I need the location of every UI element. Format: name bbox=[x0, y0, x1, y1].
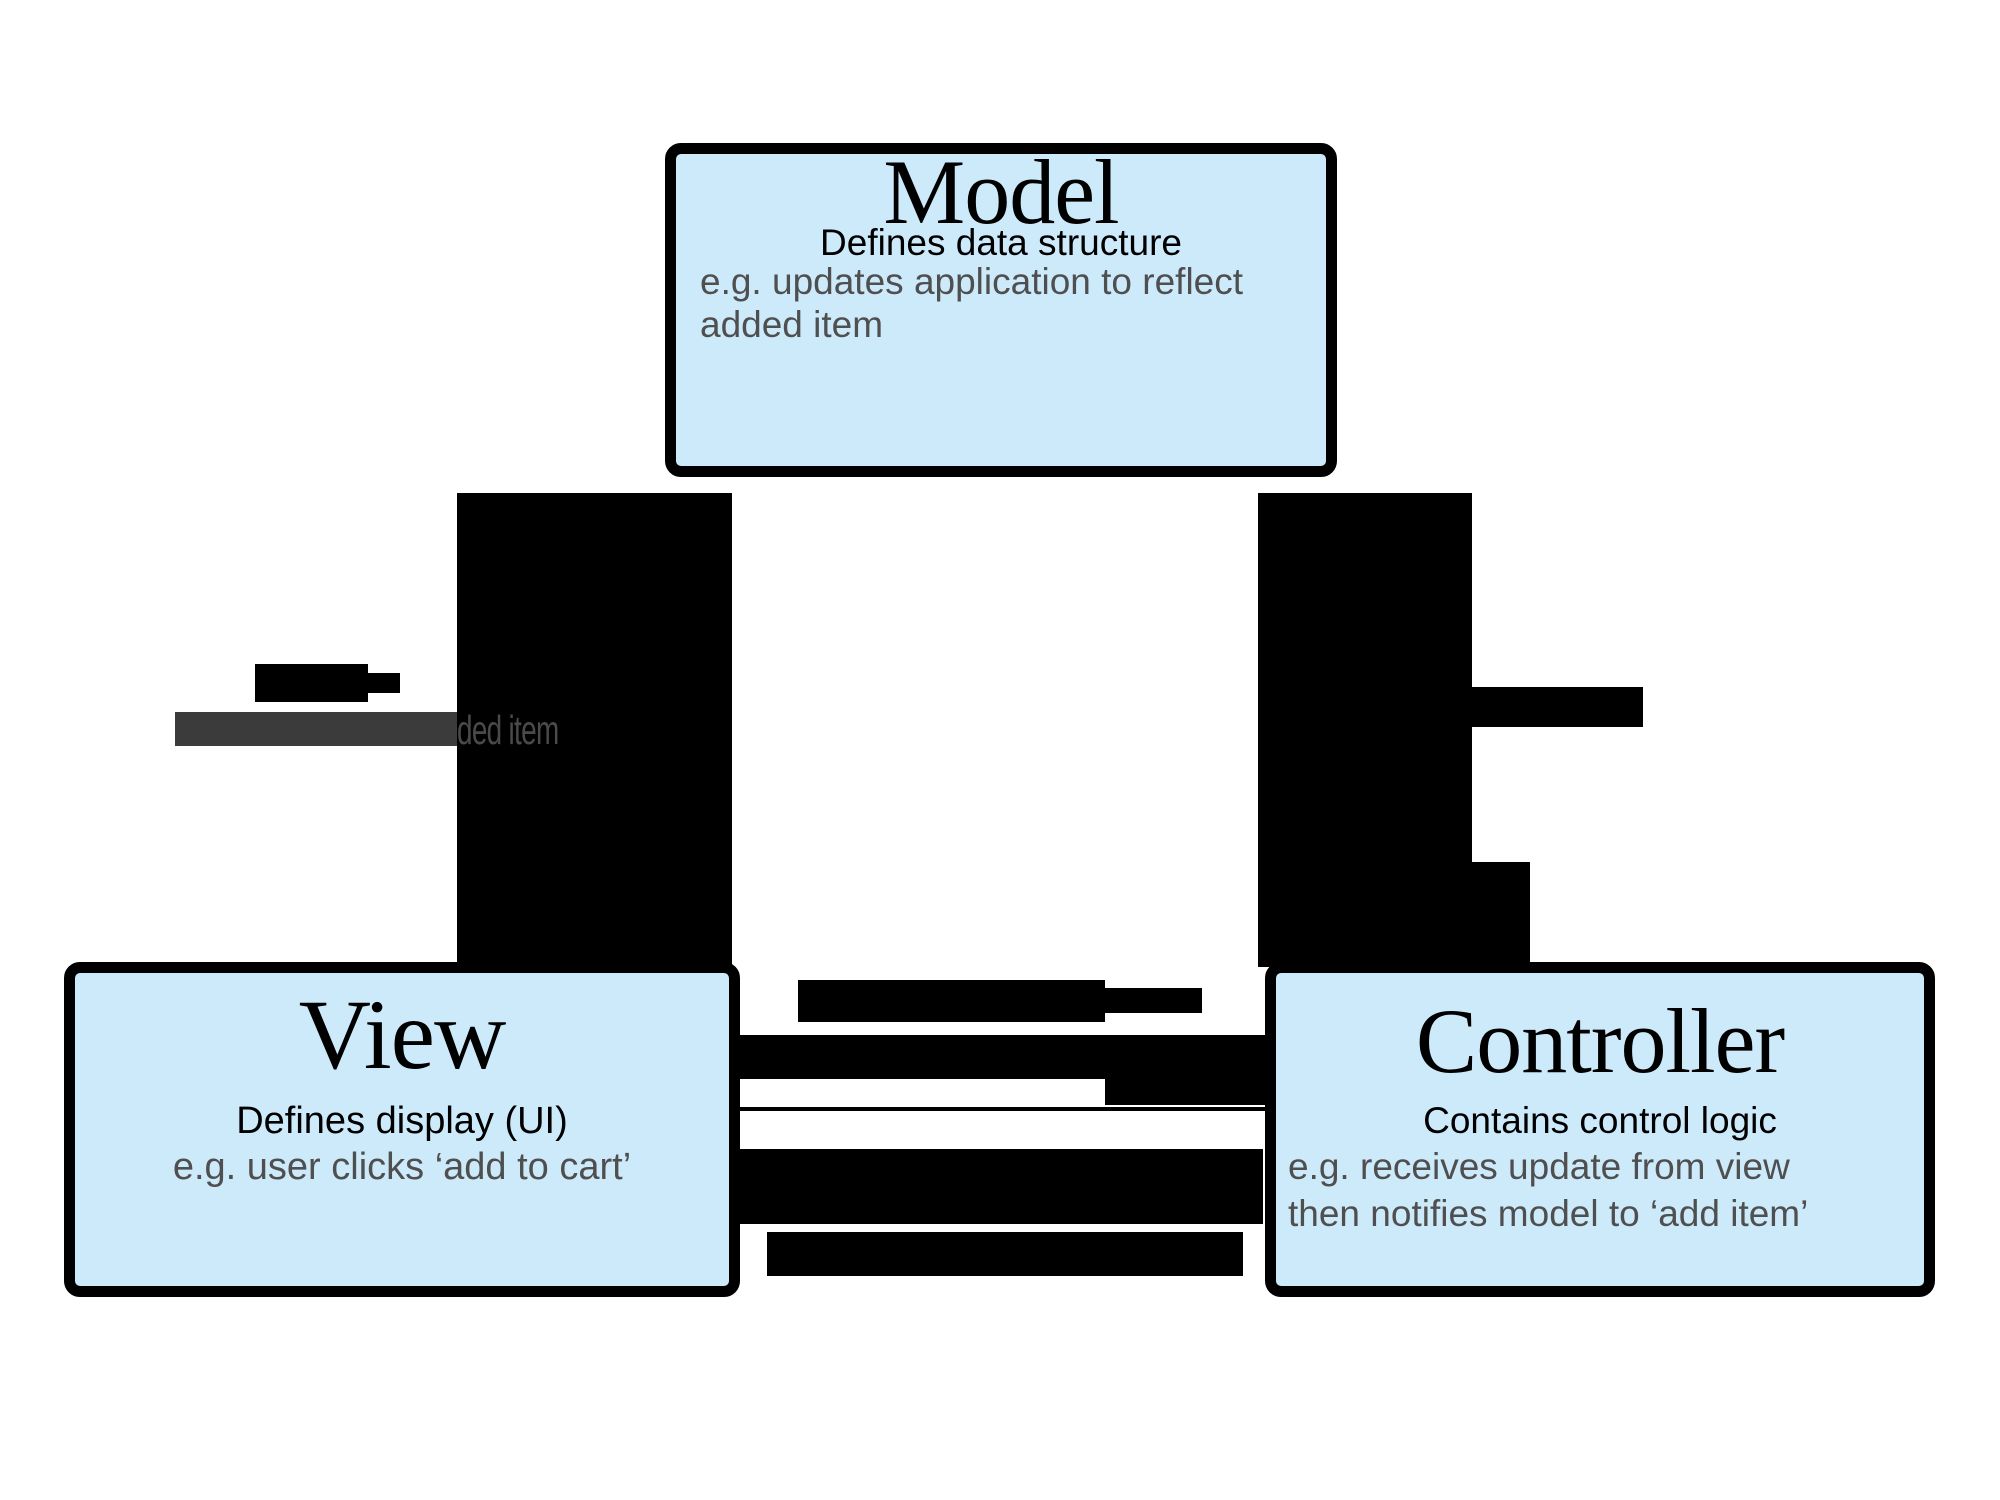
sends-input-bar-2 bbox=[739, 1035, 1265, 1079]
model-title: Model bbox=[883, 141, 1119, 243]
model-example-line1: e.g. updates application to reflect bbox=[700, 261, 1244, 302]
view-box bbox=[64, 962, 740, 1297]
arrow-model-to-view-block bbox=[457, 493, 732, 967]
arrow-controller-to-model-block bbox=[1258, 493, 1472, 967]
controller-example-line1: e.g. receives update from view bbox=[1288, 1146, 1790, 1187]
model-subtitle: Defines data structure bbox=[820, 222, 1182, 263]
controller-box bbox=[1265, 962, 1935, 1297]
sends-input-bar-1 bbox=[798, 980, 1105, 1022]
sends-input-bar-2-foot bbox=[1105, 1079, 1265, 1105]
partial-text-added-item: ded item bbox=[457, 707, 559, 753]
arrow-controller-to-model-foot bbox=[1472, 862, 1530, 967]
arrow-controller-to-model-arm bbox=[1472, 687, 1643, 727]
model-example-line2: added item bbox=[700, 304, 884, 345]
sends-input-bar-3 bbox=[736, 1149, 1263, 1224]
sends-input-thin-rule bbox=[739, 1107, 1265, 1111]
view-subtitle: Defines display (UI) bbox=[236, 1100, 568, 1142]
updates-label-block-tail bbox=[368, 673, 400, 693]
controller-subtitle: Contains control logic bbox=[1423, 1100, 1777, 1141]
sends-input-bar-4 bbox=[767, 1232, 1243, 1276]
controller-example-line2: then notifies model to ‘add item’ bbox=[1288, 1193, 1809, 1234]
notifies-example-block bbox=[175, 712, 457, 746]
model-box bbox=[665, 143, 1337, 477]
view-title: View bbox=[298, 979, 507, 1090]
controller-title: Controller bbox=[1415, 990, 1785, 1092]
updates-label-block bbox=[255, 664, 368, 702]
sends-input-bar-1-tail bbox=[1105, 988, 1202, 1013]
view-example-line1: e.g. user clicks ‘add to cart’ bbox=[172, 1146, 632, 1188]
